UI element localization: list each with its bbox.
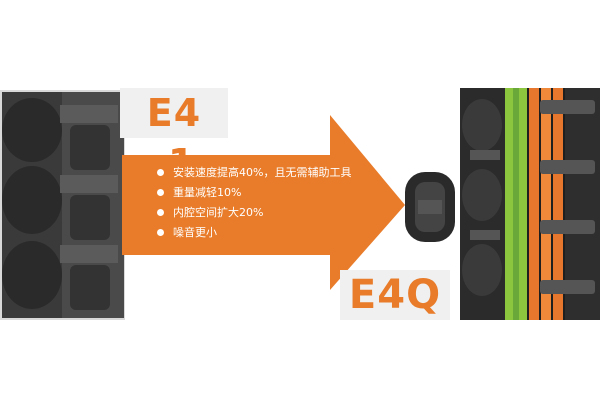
feature-text: 内腔空间扩大20% — [173, 206, 264, 219]
feature-item: 噪音更小 — [155, 223, 355, 243]
product-old-label: E4 .1 — [120, 88, 228, 185]
e4-1-chain-image — [0, 90, 125, 320]
bullet-icon — [157, 229, 164, 236]
arrow-shape — [122, 115, 405, 290]
feature-list: 安装速度提高40%，且无需辅助工具 重量减轻10% 内腔空间扩大20% 噪音更小 — [155, 163, 355, 243]
bullet-icon — [157, 209, 164, 216]
feature-item: 安装速度提高40%，且无需辅助工具 — [155, 163, 355, 183]
bullet-icon — [157, 169, 164, 176]
feature-text: 安装速度提高40%，且无需辅助工具 — [173, 166, 352, 179]
feature-item: 内腔空间扩大20% — [155, 203, 355, 223]
product-new-label: E4Q — [340, 270, 450, 320]
feature-text: 噪音更小 — [173, 226, 217, 239]
e4q-chain-image — [460, 88, 600, 320]
feature-item: 重量减轻10% — [155, 183, 355, 203]
feature-text: 重量减轻10% — [173, 186, 242, 199]
e4q-cross-section-image — [405, 172, 455, 242]
bullet-icon — [157, 189, 164, 196]
